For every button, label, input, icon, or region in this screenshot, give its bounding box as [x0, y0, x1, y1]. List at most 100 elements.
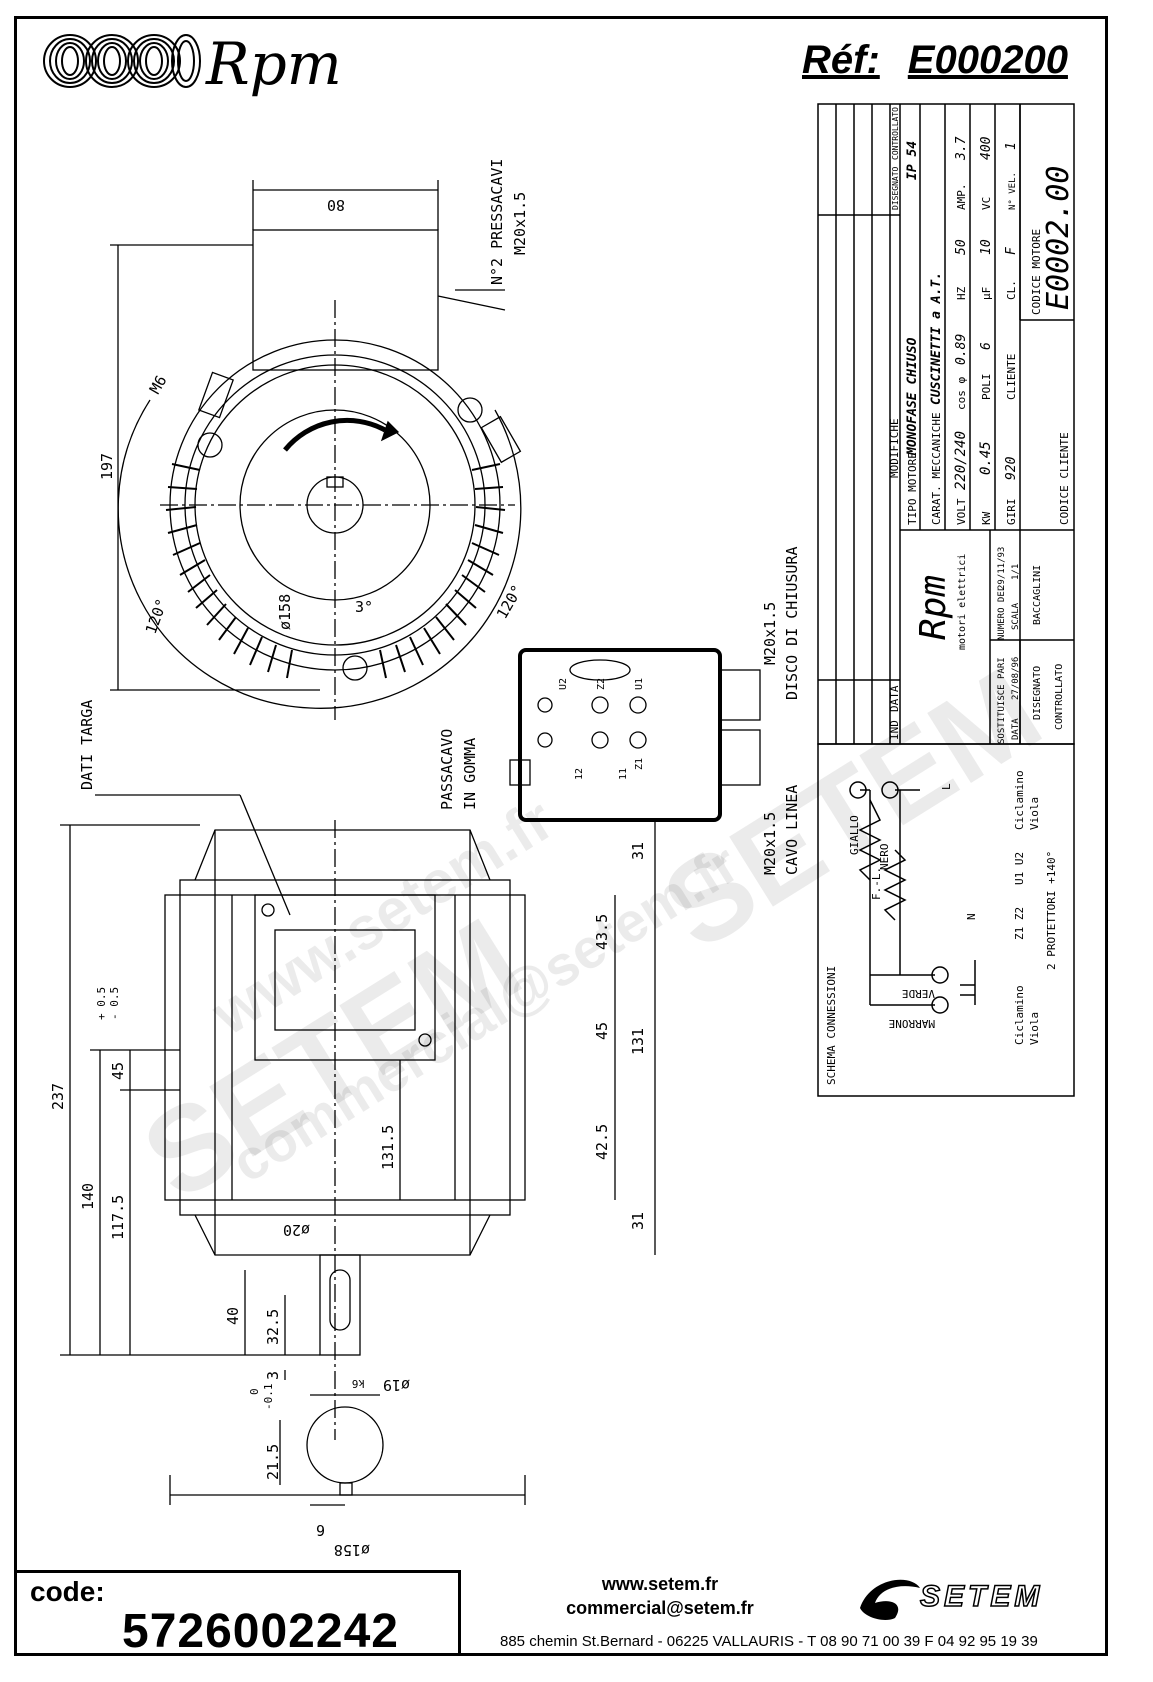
schema-z1z2: Z1 Z2 [1013, 907, 1026, 940]
dim-158-bottom: ø158 [334, 1541, 370, 1559]
dati-targa: DATI TARGA [78, 700, 96, 790]
cavo-2: CAVO LINEA [783, 785, 801, 875]
dim-k6: k6 [352, 1377, 365, 1390]
tb-hz: 50 [954, 239, 969, 255]
dim-31-top: 31 [629, 842, 647, 860]
tb-cos-label: cos φ [955, 377, 968, 410]
tb-giri: 920 [1004, 456, 1019, 480]
code-box [14, 1570, 461, 1656]
dim-21-5: 21.5 [264, 1444, 282, 1480]
passacavo-1: PASSACAVO [438, 729, 456, 810]
tb-nvel-label: N° VEL. [1008, 172, 1018, 210]
code-label: code: [30, 1576, 105, 1607]
terminal-12: 12 [574, 768, 585, 780]
brand-name: Rpm [206, 30, 342, 98]
dim-m6: M6 [146, 372, 171, 397]
dim-31-bottom: 31 [629, 1212, 647, 1230]
cavo-1: M20x1.5 [761, 812, 779, 875]
dim-197: 197 [98, 453, 116, 480]
tb-scala: SCALA [1011, 602, 1021, 630]
tb-numero-del: NUMERO DEL [997, 586, 1007, 640]
tb-cl-label: CL. [1005, 280, 1018, 300]
rpm-coil-logo [43, 34, 201, 88]
tb-kw: 0.45 [978, 441, 994, 475]
tb-nvel: 1 [1004, 142, 1019, 150]
tb-logo-text: Rpm [913, 575, 954, 640]
dim-140: 140 [79, 1183, 97, 1210]
setem-swoosh-icon [860, 1579, 920, 1620]
dim-80: 80 [327, 196, 345, 214]
tb-ind: IND [888, 720, 901, 740]
tb-numero-del-val: 29/11/93 [997, 547, 1007, 590]
schema-viola-left: Viola [1028, 1012, 1041, 1045]
disco-2: DISCO DI CHIUSURA [783, 546, 801, 700]
passacavo-2: IN GOMMA [461, 738, 479, 810]
tb-tipo-motore: MONOFASE CHIUSO [905, 337, 920, 456]
tb-scala-val: 1/1 [1011, 564, 1021, 580]
drawing-sheet [14, 16, 1108, 1656]
tb-codice-cliente-label: CODICE CLIENTE [1058, 432, 1071, 525]
tb-controllato2: CONTROLLATO [1054, 664, 1065, 730]
tb-volt-label: VOLT [955, 498, 968, 525]
tb-amp: 3.7 [954, 136, 969, 161]
terminal-u2: U2 [558, 678, 569, 690]
schema-marrone: MARRONE [889, 1017, 935, 1030]
dim-131: 131 [629, 1028, 647, 1055]
tb-vc: 400 [979, 136, 994, 160]
tb-data2-val: 27/08/96 [1011, 657, 1021, 700]
tb-uf: 10 [979, 239, 994, 255]
disco-1: M20x1.5 [761, 602, 779, 665]
terminal-11: 11 [618, 768, 629, 780]
tb-kw-label: KW [980, 511, 993, 525]
footer-email[interactable]: commercial@setem.fr [566, 1598, 754, 1618]
pressacavi-2: M20x1.5 [511, 192, 529, 255]
tb-carat: CUSCINETTI a A.T. [929, 272, 944, 405]
tb-ip: IP 54 [905, 141, 920, 180]
tol-plus: + 0.5 [95, 987, 108, 1020]
schema-title: SCHEMA CONNESSIONI [825, 966, 838, 1085]
tb-cliente-label: CLIENTE [1005, 354, 1018, 400]
tb-uf-label: µF [980, 287, 993, 300]
tb-poli-label: POLI [980, 374, 993, 401]
setem-logo: SETEM [919, 1579, 1044, 1614]
dim-131-5: 131.5 [379, 1125, 397, 1170]
tb-modifiche: MODIFICHE [888, 418, 901, 478]
dim-158-top: ø158 [276, 594, 294, 630]
tb-data: DATA [888, 685, 901, 712]
tb-tipo-motore-label: TIPO MOTORE [906, 452, 919, 525]
tb-giri-label: GIRI [1005, 499, 1018, 526]
code-value: 5726002242 [122, 1605, 399, 1658]
tb-disegnato: DISEGNATO [891, 166, 900, 210]
tb-volt: 220/240 [953, 431, 969, 490]
dim-19: ø19 [383, 1376, 410, 1394]
schema-fl: F.-L. [870, 867, 883, 900]
tb-codice-motore: E0002.00 [1041, 166, 1076, 311]
dim-43-5: 43.5 [593, 914, 611, 950]
dim-45-tol: 45 [109, 1062, 127, 1080]
pressacavi-1: N°2 PRESSACAVI [488, 159, 506, 285]
terminal-u1: U1 [634, 678, 645, 690]
schema-giallo: GIALLO [848, 815, 861, 855]
terminal-z1: Z1 [634, 758, 645, 770]
tb-disegnato2: DISEGNATO [1032, 666, 1043, 720]
tb-sostituisce: SOSTITUISCE PARI [997, 657, 1007, 744]
tb-codice-motore-label: CODICE MOTORE [1030, 229, 1043, 315]
schema-ciclamino-left: Ciclamino [1013, 985, 1026, 1045]
tb-data2: DATA [1011, 718, 1021, 740]
dim-32-5: 32.5 [264, 1309, 282, 1345]
ref-label: Réf: [802, 38, 880, 82]
schema-u1u2: U1 U2 [1013, 852, 1026, 885]
terminal-z2: Z2 [596, 678, 607, 690]
tol-0: 0 [248, 1388, 261, 1395]
tol-minus: - 0.5 [108, 987, 121, 1020]
reference: Réf:E000200 [802, 38, 1068, 83]
footer-address: 885 chemin St.Bernard - 06225 VALLAURIS … [500, 1633, 1038, 1650]
dim-40: 40 [224, 1307, 242, 1325]
tb-poli: 6 [979, 342, 994, 350]
footer-web[interactable]: www.setem.fr [601, 1574, 719, 1594]
dim-3deg: 3° [355, 598, 373, 616]
schema-verde: VERDE [902, 987, 935, 1000]
dim-45: 45 [593, 1022, 611, 1040]
dim-117-5: 117.5 [109, 1195, 127, 1240]
